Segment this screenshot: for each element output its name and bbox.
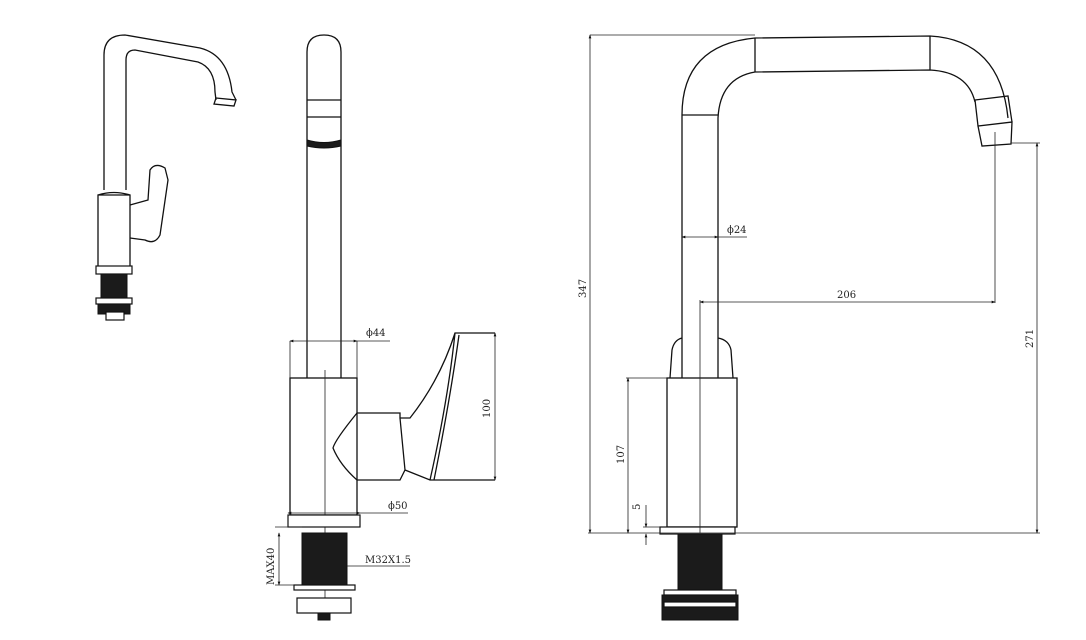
base-diameter-label: ϕ50 — [388, 501, 408, 512]
tube-diameter-label: ϕ24 — [727, 225, 747, 236]
total-height-label: 347 — [578, 279, 589, 298]
perspective-view — [95, 34, 237, 321]
spout-diameter-label: ϕ44 — [366, 328, 386, 339]
thread-label: M32X1.5 — [365, 555, 411, 566]
reach-label: 206 — [837, 290, 856, 301]
max-thickness-label: MAX40 — [266, 548, 277, 585]
base-thickness-label: 5 — [632, 504, 643, 510]
front-view: 347 ϕ24 206 271 107 5 — [578, 34, 1040, 621]
handle-height-label: 100 — [482, 399, 493, 418]
outlet-height-label: 271 — [1025, 329, 1036, 348]
body-height-label: 107 — [616, 445, 627, 464]
side-view: ϕ44 100 ϕ50 MAX40 M32X1.5 — [266, 34, 497, 621]
